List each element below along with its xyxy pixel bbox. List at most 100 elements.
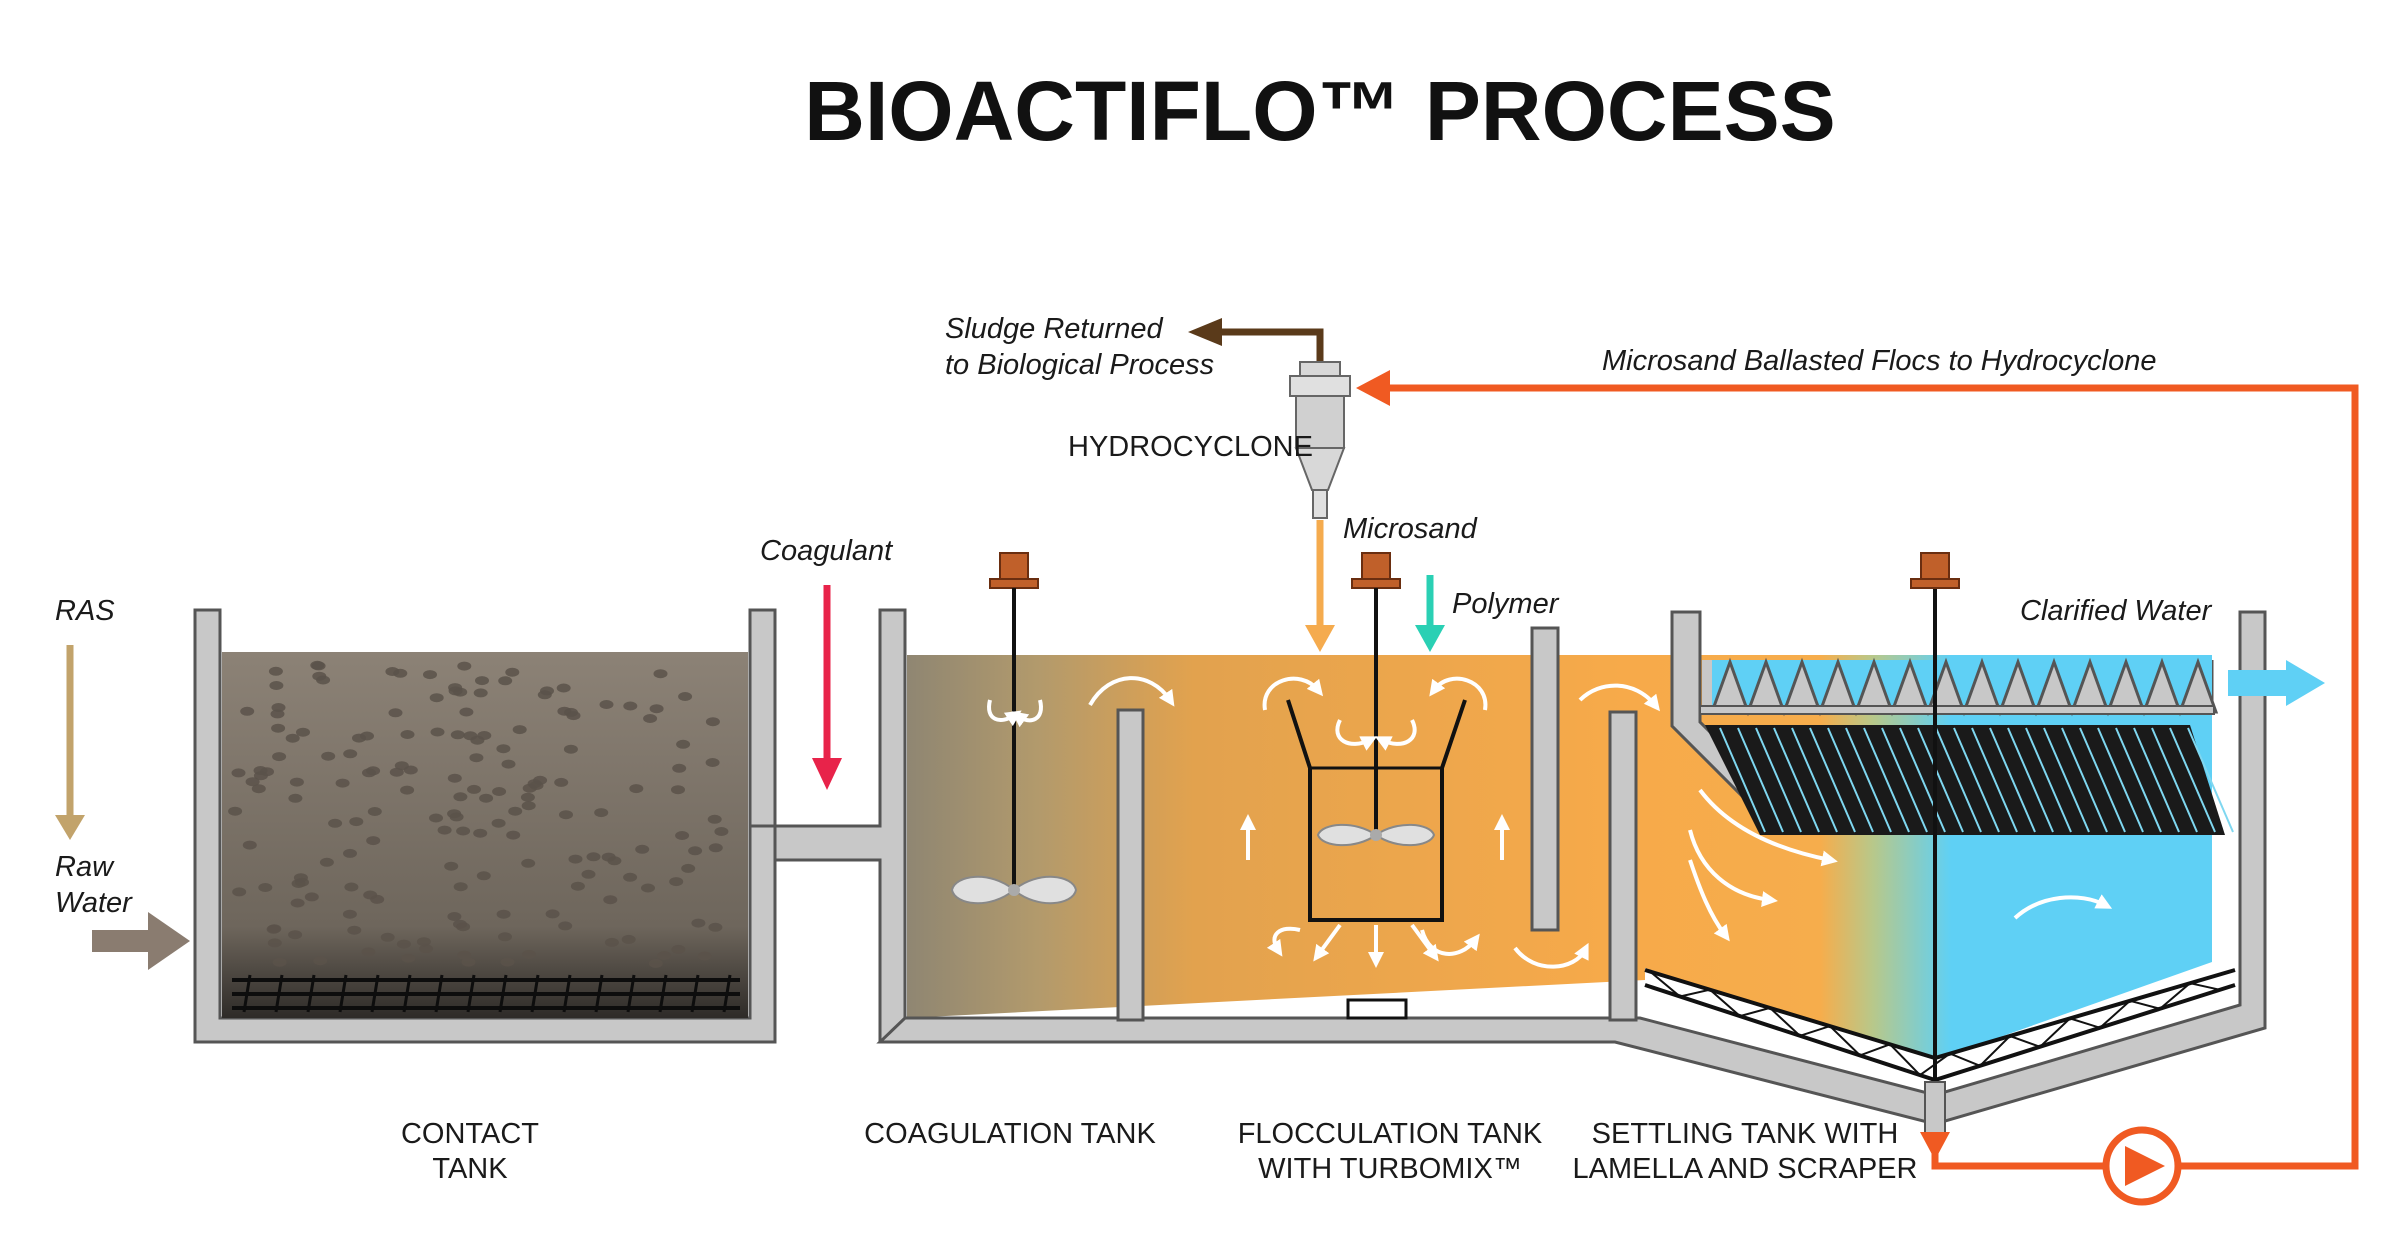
sludge-particle [691, 918, 706, 928]
sludge-particle [635, 844, 650, 854]
sludge-particle [453, 792, 468, 802]
sludge-particle [272, 752, 287, 762]
page-title: BIOACTIFLO™ PROCESS [804, 64, 1835, 158]
sludge-particle [649, 704, 664, 714]
sludge-particle [321, 751, 336, 761]
sludge-particle [231, 768, 246, 778]
sludge-particle [459, 707, 474, 717]
sludge-particle [521, 858, 536, 868]
caption-flocculation-line1: FLOCCULATION TANK [1238, 1118, 1543, 1150]
mixer-motor-icon [1920, 552, 1950, 580]
sludge-particle [697, 951, 712, 961]
sludge-particle [268, 666, 283, 676]
sludge-particle [533, 775, 548, 785]
mixer-motor-icon [999, 552, 1029, 580]
sludge-particle [498, 932, 512, 942]
sludge-particle [566, 711, 581, 721]
sludge-particle [629, 784, 644, 794]
sludge-particle [556, 683, 571, 693]
sludge-particles [228, 660, 729, 968]
sludge-particle [266, 924, 281, 934]
recycle-loop [1356, 370, 2359, 1206]
sludge-particle [388, 708, 403, 718]
sludge-particle [473, 688, 488, 698]
sludge-particle [476, 871, 491, 881]
sludge-particle [522, 949, 537, 959]
sludge-particle [473, 828, 488, 838]
microsand-arrow [1305, 520, 1335, 652]
sludge-particle [457, 661, 472, 671]
caption-settling-line1: SETTLING TANK WITH [1592, 1118, 1899, 1150]
label-sludge-line1: Sludge Returned [945, 313, 1164, 345]
sludge-particle [688, 846, 703, 856]
sludge-particle [672, 763, 687, 773]
sludge-particle [366, 836, 381, 846]
sludge-particle [419, 944, 434, 954]
sludge-particle [288, 930, 303, 940]
sludge-particle [352, 733, 366, 743]
sludge-particle [447, 809, 462, 819]
sludge-particle [242, 840, 257, 850]
sludge-particle [453, 919, 467, 929]
sludge-particle [594, 808, 609, 818]
raw-water-arrow [92, 912, 190, 970]
sludge-particle [491, 818, 506, 828]
sludge-particle [380, 932, 395, 942]
sludge-particle [678, 692, 693, 701]
sludge-particle [253, 766, 268, 775]
impeller-icon [950, 875, 1078, 905]
sludge-particle [394, 761, 409, 771]
sludge-particle [271, 703, 286, 712]
label-coagulant: Coagulant [760, 535, 894, 567]
sludge-particle [400, 785, 415, 795]
sludge-particle [496, 909, 511, 919]
sludge-particle [347, 925, 362, 935]
sludge-particle [648, 958, 663, 968]
sludge-particle [470, 735, 485, 745]
internal-flow-arrows [987, 676, 2113, 969]
sludge-particle [558, 921, 573, 931]
sludge-particle [498, 676, 513, 686]
sludge-particle [586, 852, 601, 862]
caption-contact-line2: TANK [432, 1153, 508, 1185]
sludge-particle [708, 922, 723, 932]
sludge-particle [563, 744, 578, 754]
sludge-particle [366, 766, 381, 776]
sludge-particle [520, 792, 535, 802]
sludge-particle [401, 953, 416, 963]
sludge-particle [232, 887, 247, 897]
sludge-particle [669, 877, 684, 887]
label-polymer: Polymer [1452, 588, 1560, 620]
sludge-particle [448, 686, 463, 696]
pump-icon [2102, 1126, 2182, 1206]
sludge-particle [707, 814, 722, 824]
label-raw-water-line1: Raw [55, 851, 115, 883]
sludge-particle [363, 890, 378, 900]
sludge-particle [400, 730, 415, 739]
sludge-particle [512, 725, 527, 735]
sludge-particle [429, 813, 443, 823]
sludge-particle [272, 957, 287, 967]
sludge-particle [288, 793, 303, 803]
sludge-particle [708, 843, 723, 853]
sludge-particle [393, 668, 408, 678]
sludge-particle [521, 801, 536, 811]
sludge-particle [437, 825, 452, 835]
sludge-particle [714, 827, 729, 836]
sludge-particle [453, 882, 468, 892]
clarified-water-arrow [2228, 660, 2325, 706]
sludge-particle [290, 898, 305, 908]
sludge-particle [367, 807, 382, 816]
sludge-particle [621, 934, 636, 944]
sludge-particle [343, 749, 358, 759]
sludge-particle [258, 883, 273, 892]
polymer-arrow [1415, 575, 1445, 652]
label-sludge-line2: to Biological Process [945, 349, 1214, 381]
sludge-particle [508, 806, 523, 816]
sludge-particle [461, 957, 476, 967]
sludge-particle [304, 892, 319, 902]
sludge-particle [500, 957, 515, 967]
sludge-particle [469, 753, 484, 763]
sludge-particle [361, 947, 376, 957]
sludge-particle [335, 778, 350, 788]
